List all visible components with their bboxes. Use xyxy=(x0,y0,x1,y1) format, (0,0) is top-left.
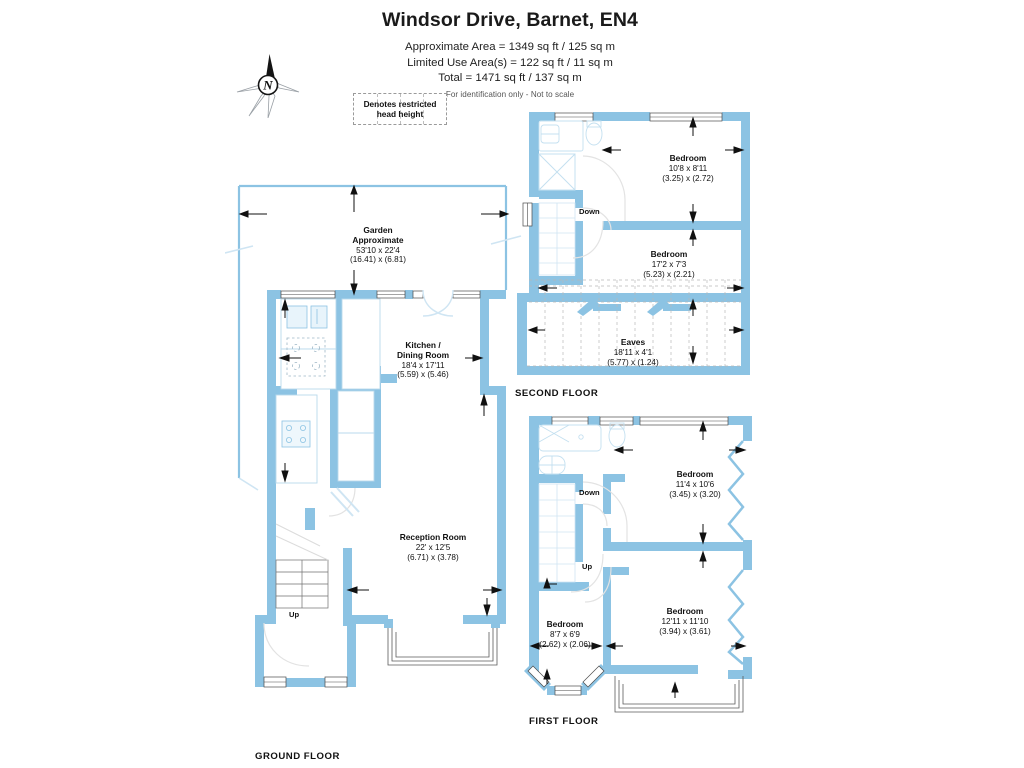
garden-boundary xyxy=(237,184,508,478)
second-floor-bathroom-fixtures xyxy=(538,120,603,191)
ground-floor-dimensions xyxy=(238,184,510,617)
bathtub-icon xyxy=(538,424,602,452)
north-arrow-icon: N xyxy=(235,48,305,119)
second-floor-plan: Bedroom 10'8 x 8'11 (3.25) x (2.72) Bedr… xyxy=(515,108,765,388)
basin-icon xyxy=(538,455,566,475)
first-floor-plan: Bedroom 11'4 x 10'6 (3.45) x (3.20) Bedr… xyxy=(515,412,770,717)
room-label-second-bedroom-1: Bedroom 10'8 x 8'11 (3.25) x (2.72) xyxy=(662,153,714,183)
first-floor-dimensions xyxy=(529,420,747,698)
room-label-second-bedroom-2: Bedroom 17'2 x 7'3 (5.23) x (2.21) xyxy=(643,249,695,279)
cooker-icon xyxy=(281,420,311,448)
first-floor-bathroom-fixtures xyxy=(538,422,626,475)
garden-break-marks xyxy=(225,235,522,491)
bay-window-jambs xyxy=(384,619,500,628)
room-label-reception-room: Reception Room 22' x 12'5 (6.71) x (3.78… xyxy=(399,532,467,562)
room-label-eaves: Eaves 18'11 x 4'1 (5.77) x (1.24) xyxy=(607,337,659,367)
room-label-first-bedroom-2: Bedroom 12'11 x 11'10 (3.94) x (3.61) xyxy=(659,606,711,636)
ground-floor-plan: Garden Approximate 53'10 x 22'4 (16.41) … xyxy=(225,178,525,738)
first-floor-walls xyxy=(529,416,752,679)
eaves-restricted-hatch xyxy=(527,279,741,367)
limited-use-area-text: Limited Use Area(s) = 122 sq ft / 11 sq … xyxy=(407,56,613,69)
sink-icon xyxy=(286,305,328,329)
room-label-garden: Garden Approximate 53'10 x 22'4 (16.41) … xyxy=(350,225,406,265)
first-floor-label: FIRST FLOOR xyxy=(529,716,599,727)
ground-floor-staircase xyxy=(275,523,329,609)
room-label-first-bedroom-1: Bedroom 11'4 x 10'6 (3.45) x (3.20) xyxy=(669,469,721,499)
total-area-text: Total = 1471 sq ft / 137 sq m xyxy=(438,71,582,84)
stair-direction-down-first: Down xyxy=(579,488,600,497)
second-floor-walls xyxy=(517,112,750,375)
restricted-head-height-legend: Denotes restricted head height xyxy=(353,93,447,125)
second-floor-dimensions xyxy=(527,116,745,365)
stair-direction-down-second: Down xyxy=(579,207,600,216)
toilet-icon xyxy=(608,422,626,448)
hob-icon xyxy=(286,337,326,377)
legend-line-1: Denotes restricted xyxy=(363,98,437,109)
first-floor-bay-window xyxy=(614,676,744,713)
first-floor-windows xyxy=(527,416,729,696)
ground-floor-label: GROUND FLOOR xyxy=(255,751,340,762)
page-title: Windsor Drive, Barnet, EN4 xyxy=(382,9,638,31)
room-label-kitchen-dining: Kitchen / Dining Room 18'4 x 17'11 (5.59… xyxy=(396,340,450,380)
shower-tray-icon xyxy=(538,153,576,191)
stair-direction-up-first: Up xyxy=(582,562,593,571)
second-floor-label: SECOND FLOOR xyxy=(515,388,599,399)
eaves-wall-angles xyxy=(577,298,669,316)
approximate-area-text: Approximate Area = 1349 sq ft / 125 sq m xyxy=(405,41,615,54)
ground-floor-door-swings xyxy=(422,289,454,317)
north-label: N xyxy=(262,78,273,93)
first-floor-zigzag-wall-right xyxy=(727,440,745,665)
header: Windsor Drive, Barnet, EN4 Approximate A… xyxy=(250,9,770,100)
toilet-icon xyxy=(585,120,603,146)
first-floor-staircase xyxy=(538,483,576,583)
first-floor-door-swings xyxy=(570,481,628,603)
basin-icon xyxy=(540,124,560,144)
room-label-first-bedroom-3: Bedroom 8'7 x 6'9 (2.62) x (2.06) xyxy=(539,619,591,649)
stair-direction-up-ground: Up xyxy=(289,610,300,619)
door-leafs xyxy=(330,487,360,517)
second-floor-door-swings xyxy=(572,155,626,259)
kitchen-fittings xyxy=(275,298,381,484)
disclaimer-text: For identification only - Not to scale xyxy=(445,90,575,100)
bay-window-reception xyxy=(387,624,498,666)
legend-line-2: head height xyxy=(376,109,424,119)
second-floor-staircase xyxy=(538,202,576,276)
ground-floor-windows xyxy=(263,290,481,688)
